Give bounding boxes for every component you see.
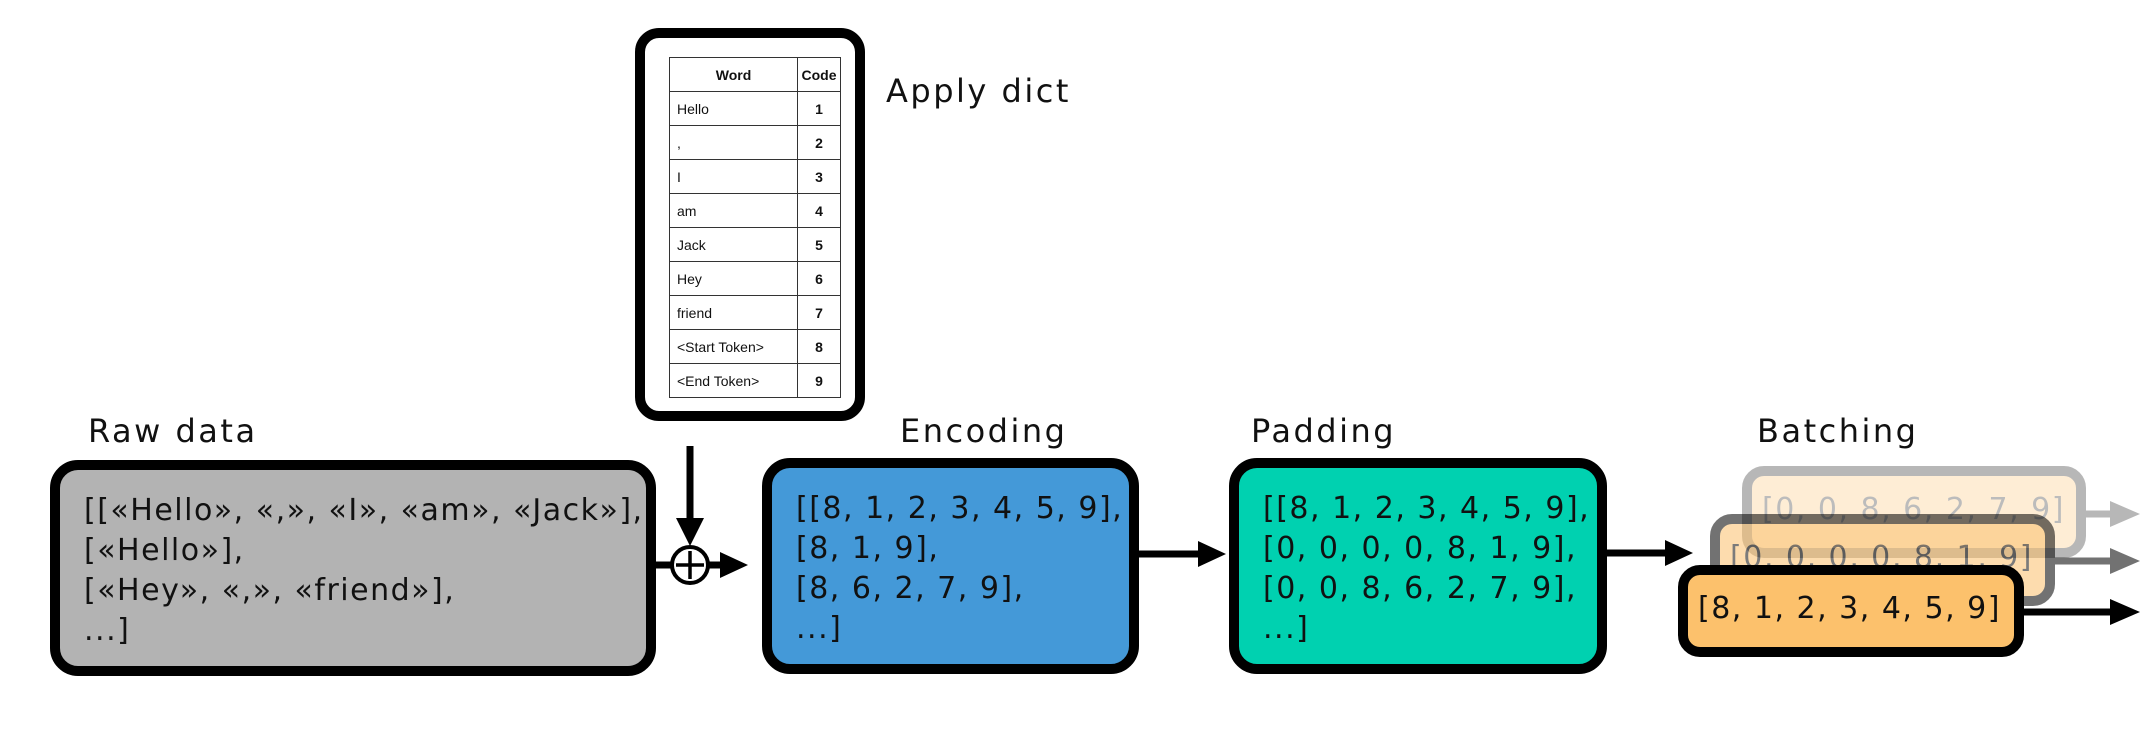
encoding-title: Encoding (900, 412, 1068, 450)
dictionary-word-cell: <End Token> (669, 363, 798, 398)
padding-line: [0, 0, 0, 0, 8, 1, 9], (1263, 531, 1577, 566)
padding-to-batching-arrow (1607, 540, 1693, 566)
dictionary-code-cell: 4 (797, 193, 841, 228)
dictionary-code-cell: 7 (797, 295, 841, 330)
dict-down-arrow (676, 446, 704, 546)
raw-data-box (50, 460, 656, 676)
encoding-to-padding-arrow (1139, 541, 1226, 567)
dictionary-word-cell: am (669, 193, 798, 228)
encoding-text: [[8, 1, 2, 3, 4, 5, 9], [8, 1, 9], [8, 6… (796, 489, 1123, 649)
padding-text: [[8, 1, 2, 3, 4, 5, 9], [0, 0, 0, 0, 8, … (1263, 489, 1590, 649)
encoding-line: [8, 6, 2, 7, 9], (796, 571, 1025, 606)
dictionary-word-cell: Hello (669, 91, 798, 126)
batch-output-arrow-3 (2086, 501, 2140, 527)
dictionary-word-cell: I (669, 159, 798, 194)
encoding-box (762, 458, 1139, 674)
dictionary-code-cell: 6 (797, 261, 841, 296)
batching-title: Batching (1757, 412, 1919, 450)
batch-output-arrow-2 (2055, 548, 2140, 574)
padding-line: ...] (1263, 611, 1310, 646)
encoding-line: ...] (796, 611, 843, 646)
combine-to-encoding-arrow (708, 552, 748, 578)
padding-line: [0, 0, 8, 6, 2, 7, 9], (1263, 571, 1577, 606)
padding-line: [[8, 1, 2, 3, 4, 5, 9], (1263, 491, 1591, 526)
batch-text-1: [8, 1, 2, 3, 4, 5, 9] (1698, 591, 2001, 626)
dictionary-word-cell: Hey (669, 261, 798, 296)
dictionary-word-cell: Jack (669, 227, 798, 262)
padding-box (1229, 458, 1607, 674)
raw-data-line: ...] (84, 613, 131, 648)
dictionary-row: <End Token>9 (669, 363, 841, 398)
encoding-line: [8, 1, 9], (796, 531, 940, 566)
padding-title: Padding (1251, 412, 1397, 450)
apply-dict-label: Apply dict (886, 72, 1071, 110)
dictionary-row: ,2 (669, 125, 841, 160)
dictionary-word-cell: friend (669, 295, 798, 330)
raw-data-line: [«Hey», «,», «friend»], (84, 573, 456, 608)
raw-data-line: [[«Hello», «,», «I», «am», «Jack»], (84, 493, 644, 528)
dictionary-code-cell: 5 (797, 227, 841, 262)
raw-data-line: [«Hello»], (84, 533, 245, 568)
batch-output-arrow-1 (2024, 599, 2140, 625)
dictionary-code-cell: 9 (797, 363, 841, 398)
dictionary-word-cell: , (669, 125, 798, 160)
dictionary-code-cell: 8 (797, 329, 841, 364)
batch-card-1: [8, 1, 2, 3, 4, 5, 9] (1678, 565, 2024, 657)
dictionary-word-cell: <Start Token> (669, 329, 798, 364)
dictionary-row: <Start Token>8 (669, 329, 841, 364)
combine-plus-icon (670, 545, 710, 585)
encoding-line: [[8, 1, 2, 3, 4, 5, 9], (796, 491, 1124, 526)
dictionary-code-cell: 3 (797, 159, 841, 194)
raw-data-title: Raw data (88, 412, 258, 450)
batch-box-1 (1678, 565, 2024, 657)
raw-data-text: [[«Hello», «,», «I», «am», «Jack»], [«He… (84, 491, 644, 651)
